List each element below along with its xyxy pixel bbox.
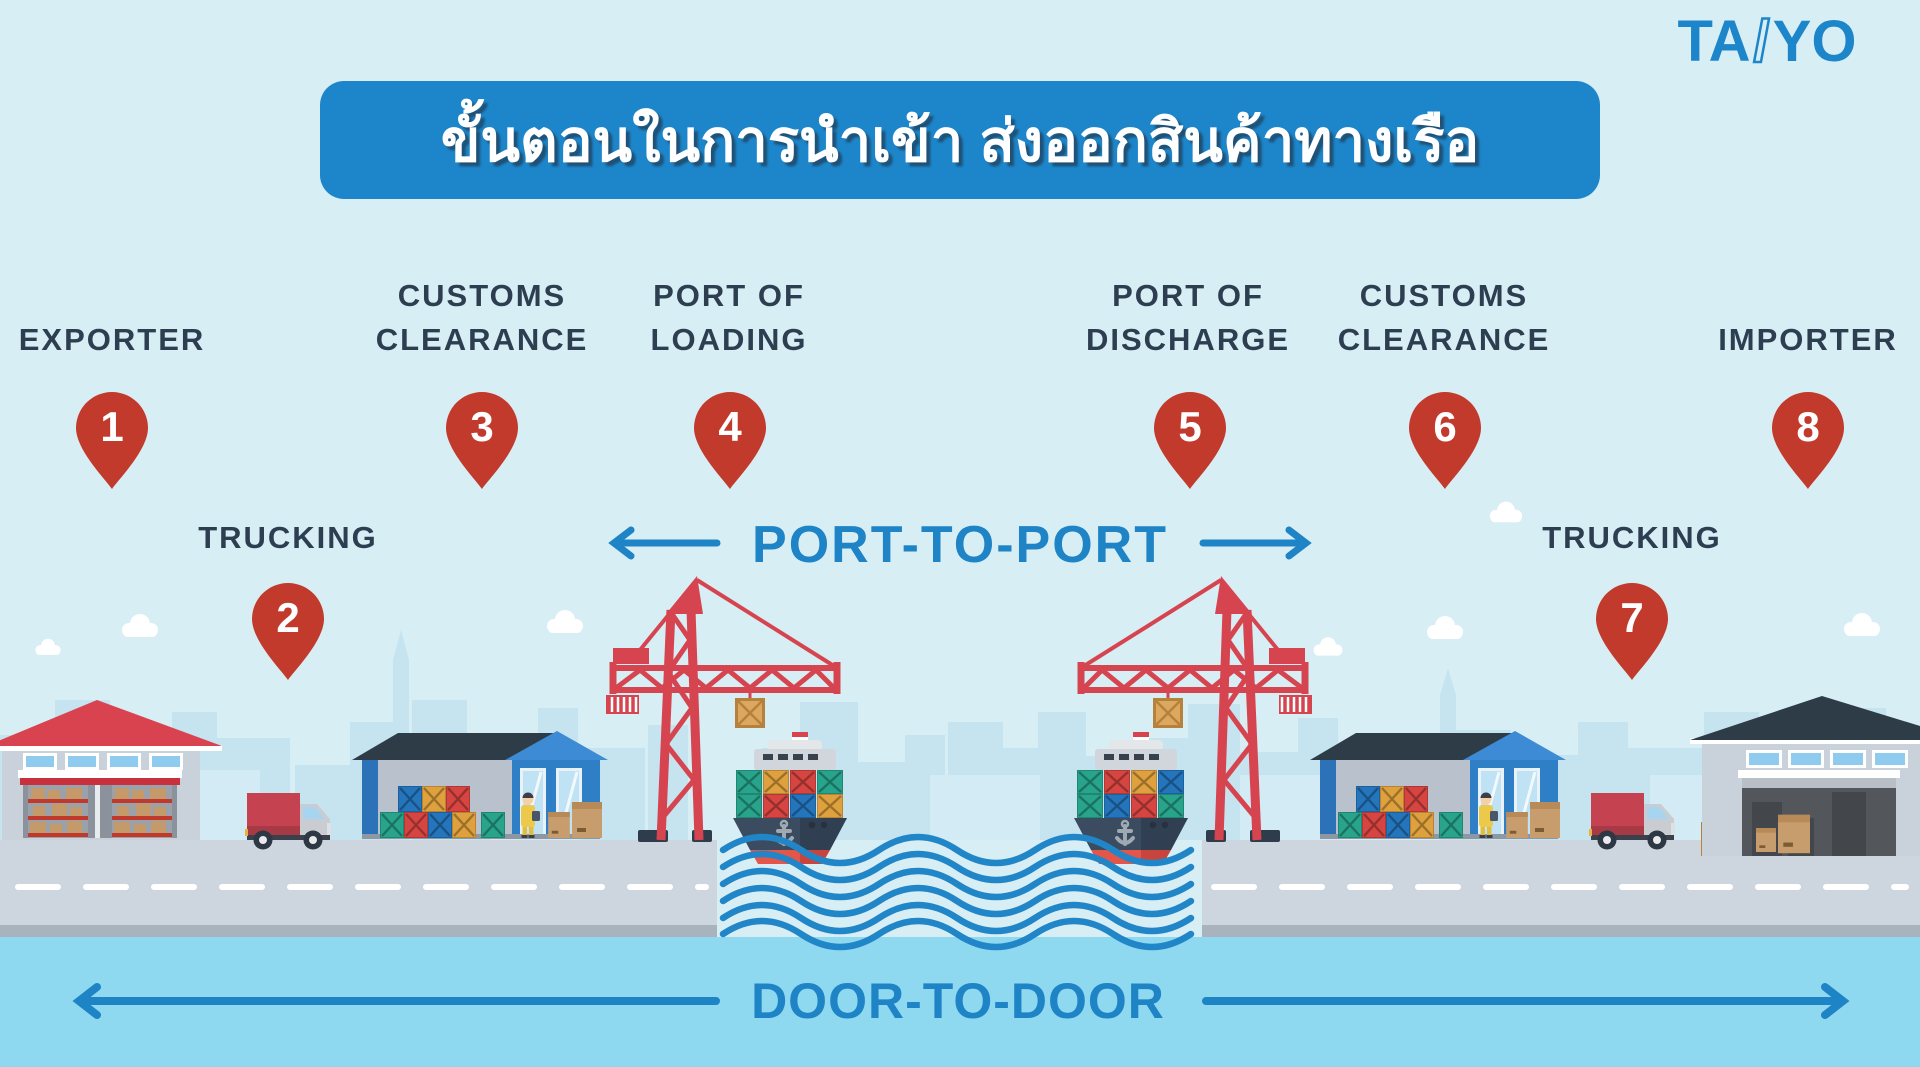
importer-warehouse bbox=[1690, 696, 1920, 856]
pin-step-5: 5 bbox=[1154, 392, 1226, 489]
exporter-warehouse bbox=[0, 700, 222, 840]
pin-number: 2 bbox=[276, 594, 300, 641]
label-trucking-right: TRUCKING bbox=[1542, 520, 1722, 555]
pin-number: 8 bbox=[1796, 403, 1820, 450]
port-to-port-label: PORT-TO-PORT bbox=[752, 516, 1168, 574]
pin-number: 1 bbox=[100, 403, 124, 450]
label-customs-clearance-2: CUSTOMS CLEARANCE bbox=[1337, 278, 1551, 357]
pin-step-2: 2 bbox=[252, 583, 324, 680]
door-to-door-arrows bbox=[72, 983, 1850, 1019]
label-importer: IMPORTER bbox=[1718, 322, 1898, 357]
pin-step-6: 6 bbox=[1409, 392, 1481, 489]
page-title: ขั้นตอนในการนำเข้า ส่งออกสินค้าทางเรือ bbox=[440, 108, 1480, 174]
pin-step-8: 8 bbox=[1772, 392, 1844, 489]
pin-step-1: 1 bbox=[76, 392, 148, 489]
customs-warehouse-left bbox=[352, 731, 608, 839]
pin-step-7: 7 bbox=[1596, 583, 1668, 680]
sea-waves bbox=[719, 833, 1195, 951]
label-trucking-left: TRUCKING bbox=[198, 520, 378, 555]
logo-text-right: YO bbox=[1772, 8, 1857, 74]
cargo-ship-right bbox=[1072, 730, 1190, 866]
pin-step-3: 3 bbox=[446, 392, 518, 489]
label-port-of-discharge: PORT OF DISCHARGE bbox=[1085, 278, 1290, 357]
label-port-of-loading: PORT OF LOADING bbox=[650, 278, 808, 357]
label-exporter: EXPORTER bbox=[18, 322, 206, 357]
pin-number: 7 bbox=[1620, 594, 1644, 641]
logo-slash: / bbox=[1752, 7, 1771, 75]
brand-logo: TA/YO bbox=[1672, 7, 1862, 75]
pin-number: 3 bbox=[470, 403, 494, 450]
scene-illustration bbox=[0, 501, 1920, 1067]
curb-left bbox=[0, 925, 717, 937]
curb-right bbox=[1202, 925, 1920, 937]
customs-warehouse-right bbox=[1310, 731, 1566, 839]
pin-number: 5 bbox=[1178, 403, 1202, 450]
door-to-door-label: DOOR-TO-DOOR bbox=[751, 973, 1165, 1029]
pin-step-4: 4 bbox=[694, 392, 766, 489]
label-customs-clearance-1: CUSTOMS CLEARANCE bbox=[375, 278, 589, 357]
road-left bbox=[0, 840, 717, 925]
pin-number: 6 bbox=[1433, 403, 1457, 450]
warehouse-shelves bbox=[28, 785, 172, 838]
port-to-port-arrows bbox=[608, 526, 1312, 560]
logo-text-left: TA bbox=[1677, 8, 1751, 74]
title-banner: ขั้นตอนในการนำเข้า ส่งออกสินค้าทางเรือ bbox=[320, 81, 1600, 199]
pin-number: 4 bbox=[718, 403, 742, 450]
